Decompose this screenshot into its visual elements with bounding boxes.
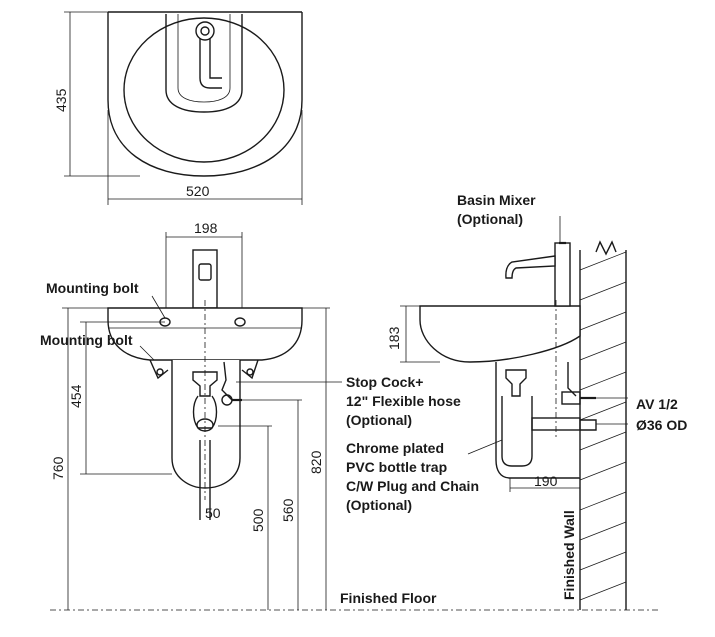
stop-cock-label-line2: 12" Flexible hose bbox=[346, 393, 461, 409]
leader-mounting-bolt-2 bbox=[139, 345, 155, 361]
side-view-waste bbox=[505, 369, 527, 397]
stop-cock-label-line3: (Optional) bbox=[346, 412, 412, 428]
finished-wall-label: Finished Wall bbox=[561, 510, 577, 600]
mounting-bolt-hole-right bbox=[234, 317, 246, 327]
dim-760-label: 760 bbox=[50, 456, 66, 480]
top-view-spout bbox=[199, 38, 222, 89]
mounting-bolt-label-1: Mounting bolt bbox=[46, 280, 139, 296]
dim-50-label: 50 bbox=[205, 505, 221, 521]
side-view-pedestal bbox=[495, 362, 580, 479]
side-view-mixer-body bbox=[554, 242, 571, 307]
side-view bbox=[400, 216, 628, 610]
trap-label-line4: (Optional) bbox=[346, 497, 412, 513]
od-label: Ø36 OD bbox=[636, 417, 687, 433]
dim-560-label: 560 bbox=[280, 498, 296, 522]
dim-454-label: 454 bbox=[68, 384, 84, 408]
side-view-angle-valve bbox=[561, 391, 581, 405]
basin-mixer-label-line1: Basin Mixer bbox=[457, 192, 536, 208]
leader-mounting-bolt-1 bbox=[151, 295, 166, 319]
top-view-tap-hole bbox=[195, 21, 215, 41]
top-view-basin-outline bbox=[107, 12, 303, 177]
top-view bbox=[64, 11, 303, 205]
dim-198-label: 198 bbox=[194, 220, 218, 236]
trap-label-line1: Chrome plated bbox=[346, 440, 444, 456]
top-view-tap-deck bbox=[165, 14, 243, 113]
stop-cock-label-line1: Stop Cock+ bbox=[346, 374, 423, 390]
dim-520-label: 520 bbox=[186, 183, 210, 199]
top-view-spout-inner bbox=[209, 38, 222, 79]
side-view-bottle-trap bbox=[501, 396, 533, 467]
leader-bottle-trap bbox=[467, 439, 503, 455]
bracket-right bbox=[241, 359, 259, 380]
front-view-tap-outlet bbox=[198, 263, 212, 281]
top-view-bowl bbox=[123, 17, 285, 163]
front-view-waste bbox=[192, 371, 218, 397]
top-view-tap-deck-inner bbox=[177, 14, 231, 103]
dim-190-label: 190 bbox=[534, 473, 558, 489]
front-view bbox=[50, 232, 660, 611]
side-view-wall-flange bbox=[580, 419, 597, 431]
side-view-hose bbox=[567, 362, 577, 397]
dim-435-label: 435 bbox=[53, 88, 69, 112]
wall-hatching bbox=[579, 251, 627, 601]
side-view-mixer-spout bbox=[505, 255, 556, 279]
dim-183-label: 183 bbox=[386, 326, 402, 350]
trap-label-line3: C/W Plug and Chain bbox=[346, 478, 479, 494]
trap-label-line2: PVC bottle trap bbox=[346, 459, 447, 475]
front-view-pedestal bbox=[171, 360, 241, 489]
basin-mixer-label-line2: (Optional) bbox=[457, 211, 523, 227]
top-view-tap-hole-inner bbox=[200, 26, 210, 36]
av-label: AV 1/2 bbox=[636, 396, 678, 412]
dim-500-label: 500 bbox=[250, 508, 266, 532]
finished-floor-label: Finished Floor bbox=[340, 590, 437, 606]
bracket-left bbox=[149, 359, 169, 380]
side-view-basin bbox=[419, 305, 581, 363]
dim-820-label: 820 bbox=[308, 450, 324, 474]
mounting-bolt-label-2: Mounting bolt bbox=[40, 332, 133, 348]
